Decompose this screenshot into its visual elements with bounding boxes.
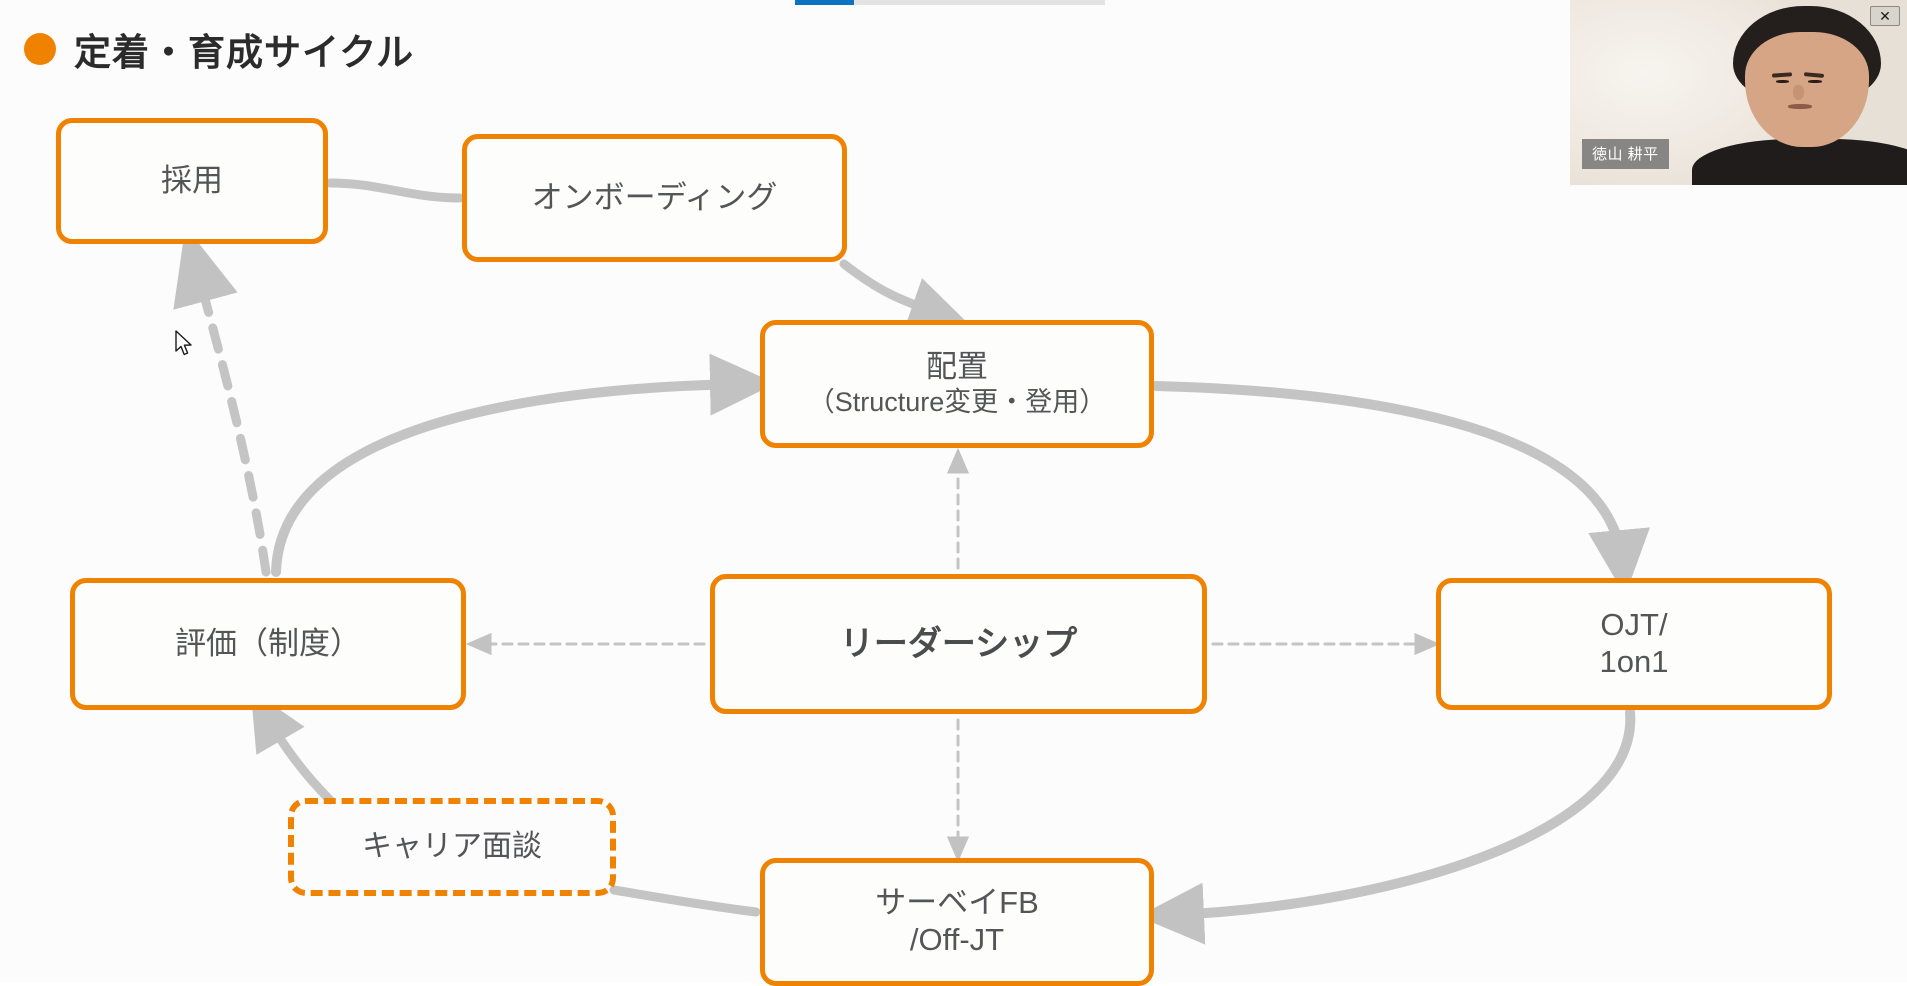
participant-eye-left — [1775, 80, 1790, 84]
bullet-dot-icon — [24, 33, 56, 65]
node-ojt[interactable]: OJT/ 1on1 — [1436, 578, 1832, 710]
node-onboarding-label: オンボーディング — [531, 179, 778, 215]
node-onboarding[interactable]: オンボーディング — [462, 134, 847, 262]
node-saiyo[interactable]: 採用 — [56, 118, 328, 244]
edge-hyoka-haichi — [271, 353, 776, 577]
participant-brow-right — [1804, 72, 1825, 78]
node-hyoka-label: 評価（制度） — [175, 625, 361, 661]
participant-nose — [1793, 84, 1805, 100]
participant-brow-left — [1771, 72, 1793, 78]
close-icon[interactable]: ✕ — [1870, 6, 1900, 26]
progress-bar-fill — [795, 0, 854, 5]
presentation-progress-bar[interactable] — [795, 0, 1105, 5]
page-title-text: 定着・育成サイクル — [74, 32, 415, 73]
edge-ojt-survey — [1138, 707, 1636, 945]
node-survey-label: サーベイFB /Off-JT — [875, 885, 1039, 957]
node-haichi[interactable]: 配置 （Structure変更・登用） — [760, 320, 1154, 448]
node-leadership-label: リーダーシップ — [839, 624, 1078, 663]
webcam-overlay[interactable]: 徳山 耕平 ✕ — [1570, 0, 1907, 185]
node-career[interactable]: キャリア面談 — [288, 798, 616, 896]
edge-survey-career — [609, 885, 761, 917]
webcam-participant-video — [1691, 6, 1907, 185]
node-saiyo-label: 採用 — [161, 162, 223, 198]
node-survey[interactable]: サーベイFB /Off-JT — [760, 858, 1154, 986]
participant-eye-right — [1808, 80, 1822, 84]
page-title: 定着・育成サイクル — [24, 22, 414, 76]
node-haichi-sublabel: （Structure変更・登用） — [807, 387, 1107, 418]
close-icon-glyph: ✕ — [1879, 8, 1891, 24]
node-leadership[interactable]: リーダーシップ — [710, 574, 1207, 714]
node-career-label: キャリア面談 — [362, 830, 542, 864]
edge-hyoka-saiyo — [173, 226, 271, 577]
node-hyoka[interactable]: 評価（制度） — [70, 578, 466, 710]
node-haichi-label: 配置 — [926, 348, 988, 384]
participant-face — [1744, 31, 1870, 147]
edge-onboarding-haichi — [839, 259, 969, 331]
node-ojt-label: OJT/ 1on1 — [1599, 607, 1669, 679]
participant-name-label: 徳山 耕平 — [1582, 139, 1669, 169]
participant-mouth — [1788, 104, 1812, 109]
edge-haichi-ojt — [1151, 381, 1650, 596]
edge-career-hyoka — [250, 689, 335, 805]
participant-shirt — [1691, 139, 1907, 185]
edge-saiyo-onboarding — [325, 178, 465, 203]
